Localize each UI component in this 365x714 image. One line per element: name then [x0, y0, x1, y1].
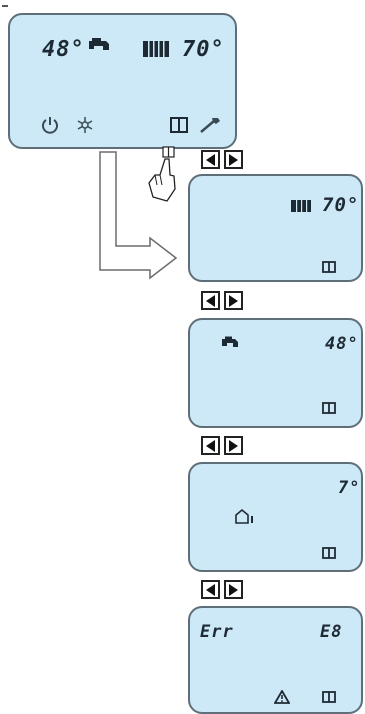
nav-right-button[interactable] — [224, 150, 243, 169]
heating-value: 70° — [322, 194, 360, 216]
nav-right-button[interactable] — [224, 436, 243, 455]
error-code: E8 — [320, 622, 343, 642]
frost-icon — [77, 117, 93, 133]
nav-buttons-3 — [201, 436, 243, 455]
outdoor-sensor-icon — [235, 508, 253, 524]
flow-arrow — [99, 151, 178, 280]
info-book-icon — [322, 547, 336, 559]
nav-buttons-2 — [201, 291, 243, 310]
arrow-left-icon — [206, 294, 215, 307]
arrow-right-icon — [229, 583, 238, 596]
lcd-screen-outdoor: 7° — [188, 462, 363, 572]
dhw-temperature: 48° — [42, 37, 85, 62]
nav-left-button[interactable] — [201, 150, 220, 169]
radiator-icon — [143, 41, 169, 57]
outdoor-temp-value: 7° — [338, 478, 361, 498]
lcd-screen-error: Err E8 — [188, 606, 363, 714]
arrow-right-icon — [229, 439, 238, 452]
nav-left-button[interactable] — [201, 436, 220, 455]
nav-left-button[interactable] — [201, 580, 220, 599]
radiator-icon — [291, 200, 311, 212]
arrow-left-icon — [206, 439, 215, 452]
power-icon — [42, 117, 58, 134]
heating-temperature: 70° — [182, 37, 225, 62]
hand-pointer-icon — [148, 146, 176, 202]
info-book-icon — [322, 402, 336, 414]
nav-buttons-4 — [201, 580, 243, 599]
hot-water-value: 48° — [325, 334, 359, 354]
main-lcd-display: 48° 70° — [8, 13, 237, 149]
info-book-icon — [322, 691, 336, 703]
nav-right-button[interactable] — [224, 580, 243, 599]
arrow-right-icon — [229, 294, 238, 307]
info-book-icon — [322, 261, 336, 273]
error-label: Err — [200, 622, 234, 642]
lcd-screen-hot-water: 48° — [188, 318, 363, 428]
arrow-left-icon — [206, 583, 215, 596]
nav-buttons-1 — [201, 150, 243, 169]
lcd-screen-heating: 70° — [188, 174, 363, 282]
warning-icon — [274, 690, 290, 704]
info-book-icon — [170, 117, 188, 133]
wrench-icon — [200, 118, 220, 133]
nav-right-button[interactable] — [224, 291, 243, 310]
arrow-left-icon — [206, 153, 215, 166]
corner-mark — [2, 5, 8, 7]
tap-icon — [222, 336, 238, 347]
arrow-right-icon — [229, 153, 238, 166]
tap-icon — [89, 38, 109, 50]
nav-left-button[interactable] — [201, 291, 220, 310]
